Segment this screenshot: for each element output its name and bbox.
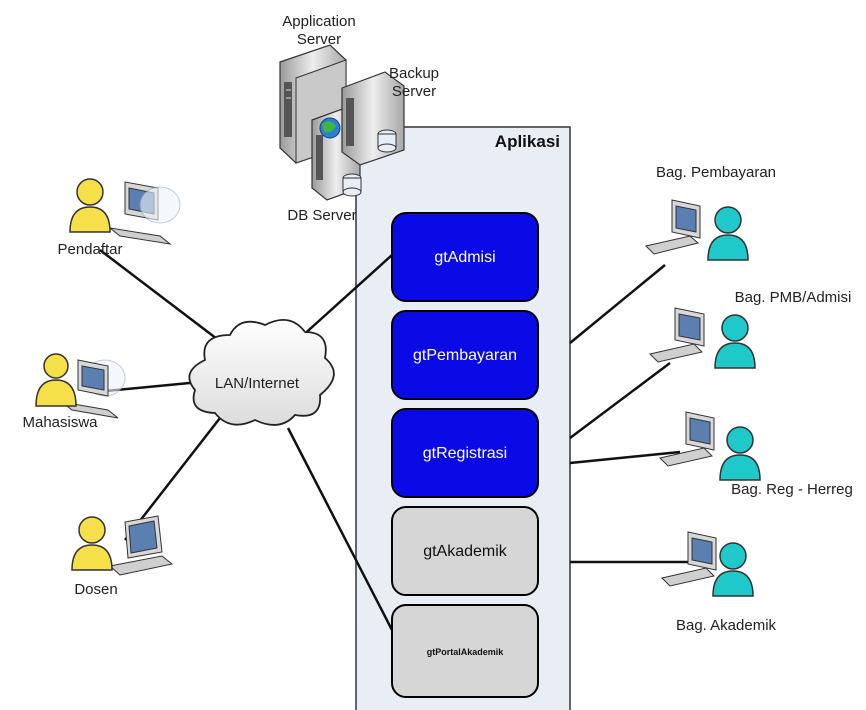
desktop-computer-icon: [645, 199, 701, 255]
user-label: Mahasiswa: [22, 414, 98, 431]
cloud-label: LAN/Internet: [215, 375, 300, 392]
backup-server-label-line1: Backup: [389, 65, 439, 82]
connections: [94, 249, 695, 631]
module-label: gtPortalAkademik: [427, 647, 505, 657]
desktop-computer-icon: [649, 307, 705, 363]
app-box-title: Aplikasi: [495, 132, 560, 151]
desktop-computer-icon: [108, 181, 181, 245]
person-icon: [35, 353, 77, 407]
module-gtadmisi[interactable]: gtAdmisi: [391, 212, 539, 302]
user-dosen: Dosen: [71, 515, 174, 598]
module-gtregistrasi[interactable]: gtRegistrasi: [391, 408, 539, 498]
user-bag-pmb-admisi: Bag. PMB/Admisi: [649, 289, 852, 369]
db-server-label: DB Server: [287, 207, 356, 224]
application-server-label-line2: Server: [297, 31, 341, 48]
module-label: gtRegistrasi: [423, 445, 507, 462]
backup-server-label-line2: Server: [392, 83, 436, 100]
person-icon: [707, 206, 749, 261]
globe-icon: [319, 117, 341, 139]
module-label: gtAdmisi: [434, 249, 495, 266]
backup-server-icon: [341, 71, 405, 166]
user-bag-akademik: Bag. Akademik: [661, 531, 777, 634]
user-label: Bag. PMB/Admisi: [735, 289, 852, 306]
person-icon: [712, 542, 754, 597]
module-label: gtAkademik: [423, 543, 508, 560]
desktop-computer-icon: [661, 531, 717, 587]
server-cluster: Application Server Backup Server DB Serv…: [279, 13, 439, 224]
lan-internet-cloud: LAN/Internet: [188, 318, 335, 426]
module-gtpembayaran[interactable]: gtPembayaran: [391, 310, 539, 400]
user-label: Bag. Pembayaran: [656, 164, 776, 181]
person-icon: [719, 426, 761, 481]
user-pendaftar: Pendaftar: [57, 178, 181, 258]
application-server-label-line1: Application: [282, 13, 355, 30]
person-icon: [71, 516, 113, 571]
user-bag-reg-herreg: Bag. Reg - Herreg: [659, 411, 853, 498]
user-label: Dosen: [74, 581, 117, 598]
person-icon: [714, 314, 756, 369]
user-label: Bag. Reg - Herreg: [731, 481, 853, 498]
user-label: Bag. Akademik: [676, 617, 777, 634]
desktop-computer-icon: [659, 411, 715, 467]
person-icon: [69, 178, 111, 233]
module-gtportalakademik[interactable]: gtPortalAkademik: [391, 604, 539, 698]
user-mahasiswa: Mahasiswa: [22, 353, 126, 431]
user-bag-pembayaran: Bag. Pembayaran: [645, 164, 776, 261]
laptop-icon: [108, 515, 174, 576]
module-gtakademik[interactable]: gtAkademik: [391, 506, 539, 596]
user-label: Pendaftar: [57, 241, 122, 258]
module-label: gtPembayaran: [413, 347, 517, 364]
